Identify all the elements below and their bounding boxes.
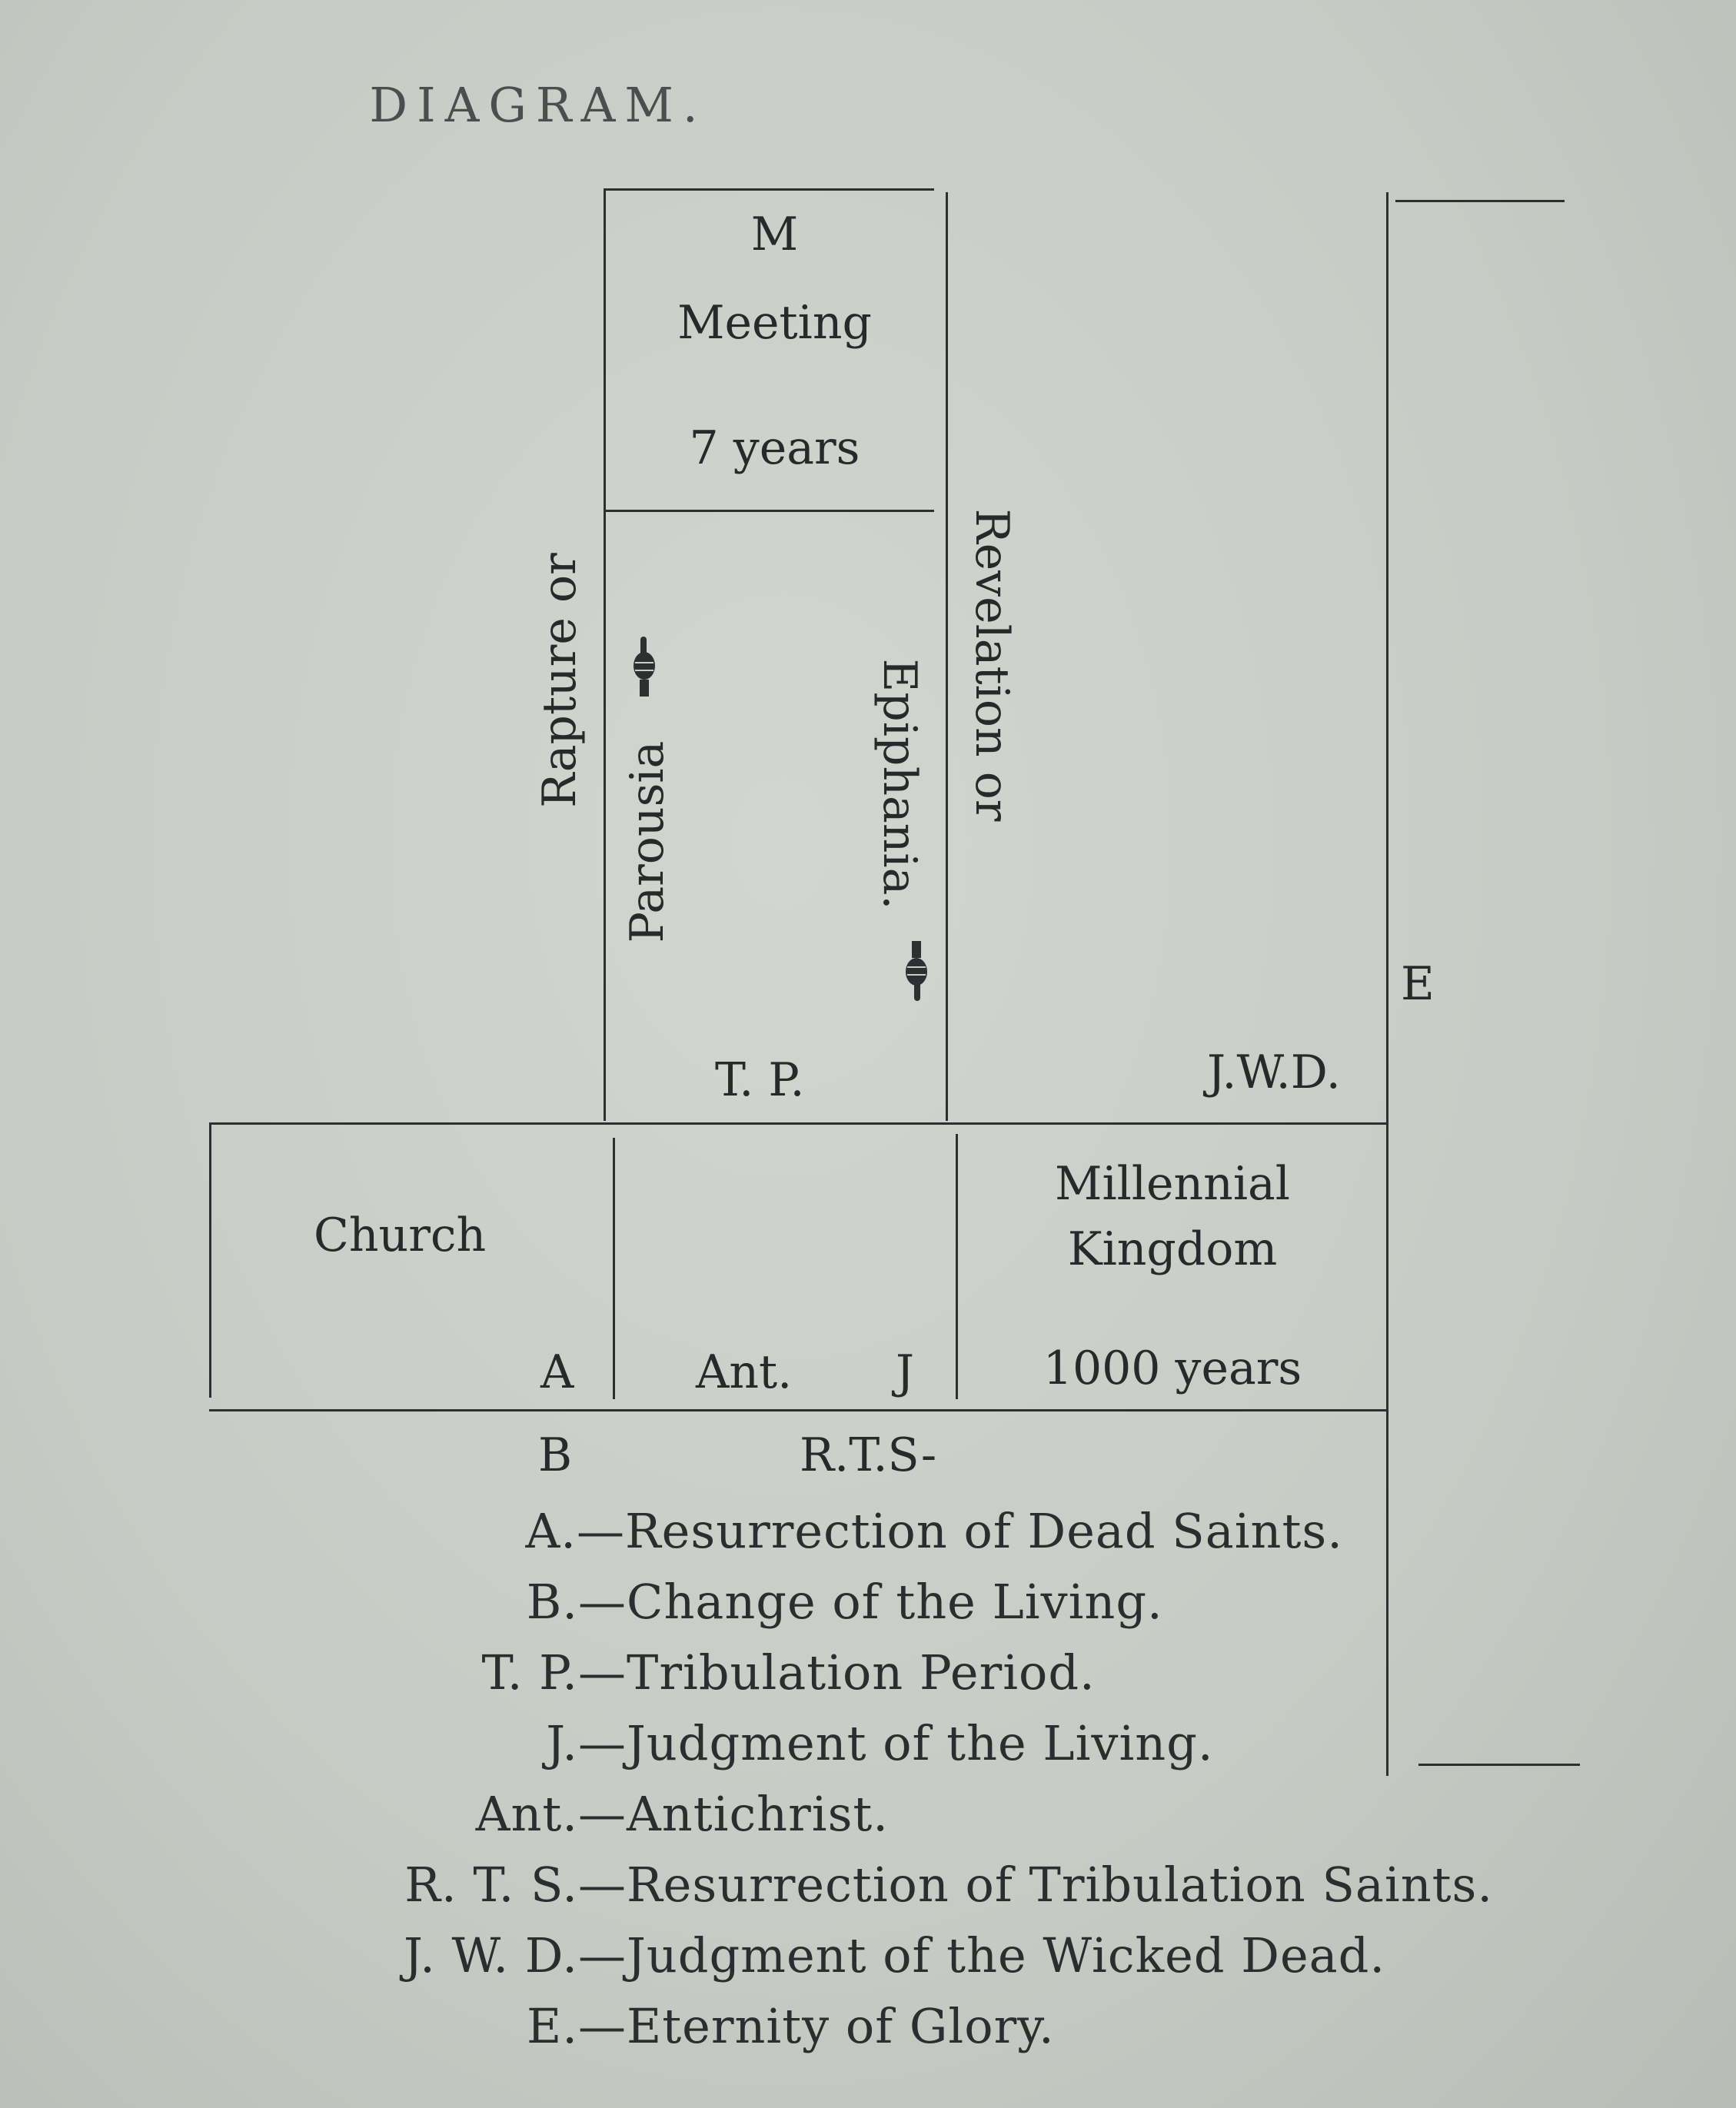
- label-revelation: Revelation or: [965, 508, 1019, 822]
- legend-text: Resurrection of Tribulation Saints.: [627, 1857, 1494, 1913]
- legend-key: Ant.: [475, 1786, 578, 1842]
- legend-item: J.—Judgment of the Living.: [0, 1715, 1214, 1771]
- label-thousand-years: 1000 years: [1043, 1342, 1302, 1395]
- label-ant: Ant.: [696, 1345, 793, 1399]
- legend-text: Tribulation Period.: [627, 1644, 1096, 1701]
- label-church: Church: [314, 1209, 487, 1262]
- label-a: A: [540, 1345, 574, 1399]
- legend-item: T. P.—Tribulation Period.: [0, 1644, 1096, 1701]
- legend-key: E.: [527, 1998, 578, 2054]
- eternity-bracket-bottom: [1418, 1764, 1580, 1766]
- kingdom-left-line: [956, 1134, 958, 1399]
- pointing-hand-icon: [634, 637, 655, 697]
- legend-key: A.: [525, 1503, 577, 1559]
- legend-key: B.: [526, 1574, 578, 1630]
- label-epiphania: Epiphania.: [873, 658, 926, 910]
- label-m: M: [750, 208, 799, 261]
- legend-key: R. T. S.: [404, 1857, 578, 1913]
- eternity-bracket-line: [1386, 192, 1388, 1776]
- kingdom-bottom-line: [209, 1409, 1388, 1411]
- legend-item: B.—Change of the Living.: [0, 1574, 1163, 1630]
- legend-dash: —: [578, 1574, 627, 1630]
- legend-item: R. T. S.—Resurrection of Tribulation Sai…: [0, 1857, 1493, 1913]
- label-parousia: Parousia: [620, 740, 674, 943]
- legend-key: J. W. D.: [404, 1927, 578, 1983]
- legend-dash: —: [578, 1857, 627, 1913]
- label-seven-years: 7 years: [689, 421, 860, 475]
- label-millennial: Millennial: [1055, 1157, 1290, 1211]
- church-left-line: [209, 1124, 211, 1398]
- legend-text: Eternity of Glory.: [627, 1998, 1055, 2054]
- meeting-bottom-line: [604, 510, 934, 512]
- label-meeting: Meeting: [677, 296, 872, 350]
- pointing-hand-icon: [906, 941, 927, 1001]
- legend-text: Judgment of the Living.: [627, 1715, 1214, 1771]
- legend-text: Antichrist.: [627, 1786, 890, 1842]
- kingdom-top-line: [209, 1122, 1388, 1125]
- label-kingdom: Kingdom: [1067, 1222, 1278, 1276]
- legend-text: Change of the Living.: [627, 1574, 1163, 1630]
- church-right-line: [613, 1138, 615, 1399]
- legend-key: T. P.: [481, 1644, 578, 1701]
- legend-item: A.—Resurrection of Dead Saints.: [0, 1503, 1343, 1559]
- legend-key: J.: [546, 1715, 578, 1771]
- legend-item: J. W. D.—Judgment of the Wicked Dead.: [0, 1927, 1385, 1983]
- legend-dash: —: [578, 1644, 627, 1701]
- legend-item: E.—Eternity of Glory.: [0, 1998, 1055, 2054]
- legend-text: Judgment of the Wicked Dead.: [627, 1927, 1386, 1983]
- legend-dash: —: [578, 1715, 627, 1771]
- legend-dash: —: [578, 1998, 627, 2054]
- label-e: E: [1401, 957, 1435, 1011]
- eternity-bracket-top: [1395, 200, 1565, 202]
- revelation-line: [946, 192, 948, 1121]
- legend-dash: —: [577, 1503, 625, 1559]
- legend-text: Resurrection of Dead Saints.: [625, 1503, 1343, 1559]
- label-jwd: J.W.D.: [1207, 1046, 1341, 1099]
- rapture-line: [604, 191, 606, 1121]
- label-j: J: [896, 1345, 915, 1399]
- page-title: DIAGRAM.: [369, 77, 707, 133]
- legend-dash: —: [578, 1786, 627, 1842]
- legend-item: Ant.—Antichrist.: [0, 1786, 889, 1842]
- label-tp: T. P.: [715, 1053, 805, 1107]
- meeting-top-line: [604, 188, 934, 191]
- label-rts: R.T.S-: [800, 1428, 937, 1482]
- label-b: B: [538, 1428, 573, 1482]
- label-rapture: Rapture or: [533, 553, 587, 808]
- legend-dash: —: [578, 1927, 627, 1983]
